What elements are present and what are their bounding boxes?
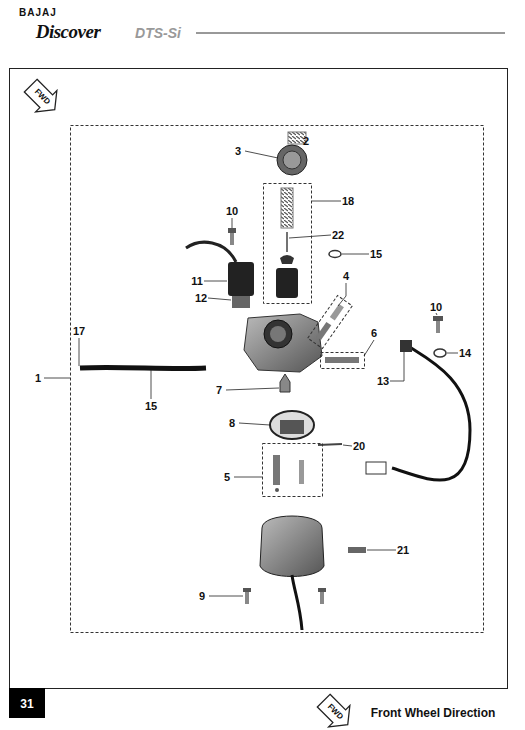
page-number: 31	[20, 698, 33, 710]
callout-number: 5	[224, 472, 230, 483]
callout-number: 20	[353, 441, 365, 452]
brand-name: BAJAJ	[19, 8, 57, 18]
callout-number: 10	[226, 206, 238, 217]
callout-number: 21	[397, 545, 409, 556]
callout-number: 7	[216, 385, 222, 396]
callout-number: 12	[195, 293, 207, 304]
callout-number: 1	[35, 373, 41, 384]
callout-number: 15	[145, 401, 157, 412]
callout-number: 17	[73, 326, 85, 337]
callout-number: 18	[342, 196, 354, 207]
callout-number: 4	[343, 271, 349, 282]
callout-number: 6	[371, 328, 377, 339]
callout-number: 11	[191, 276, 203, 287]
callout-number: 15	[370, 249, 382, 260]
callout-number: 14	[459, 348, 471, 359]
callout-number: 2	[303, 136, 309, 147]
callout-number: 9	[199, 591, 205, 602]
model-suffix: DTS-Si	[135, 26, 181, 40]
direction-caption: Front Wheel Direction	[371, 707, 496, 719]
callout-number: 22	[332, 230, 344, 241]
callout-number: 3	[235, 146, 241, 157]
callout-number: 13	[377, 376, 389, 387]
callout-number: 10	[430, 302, 442, 313]
model-logo: Discover	[36, 22, 101, 41]
callout-number: 8	[229, 418, 235, 429]
